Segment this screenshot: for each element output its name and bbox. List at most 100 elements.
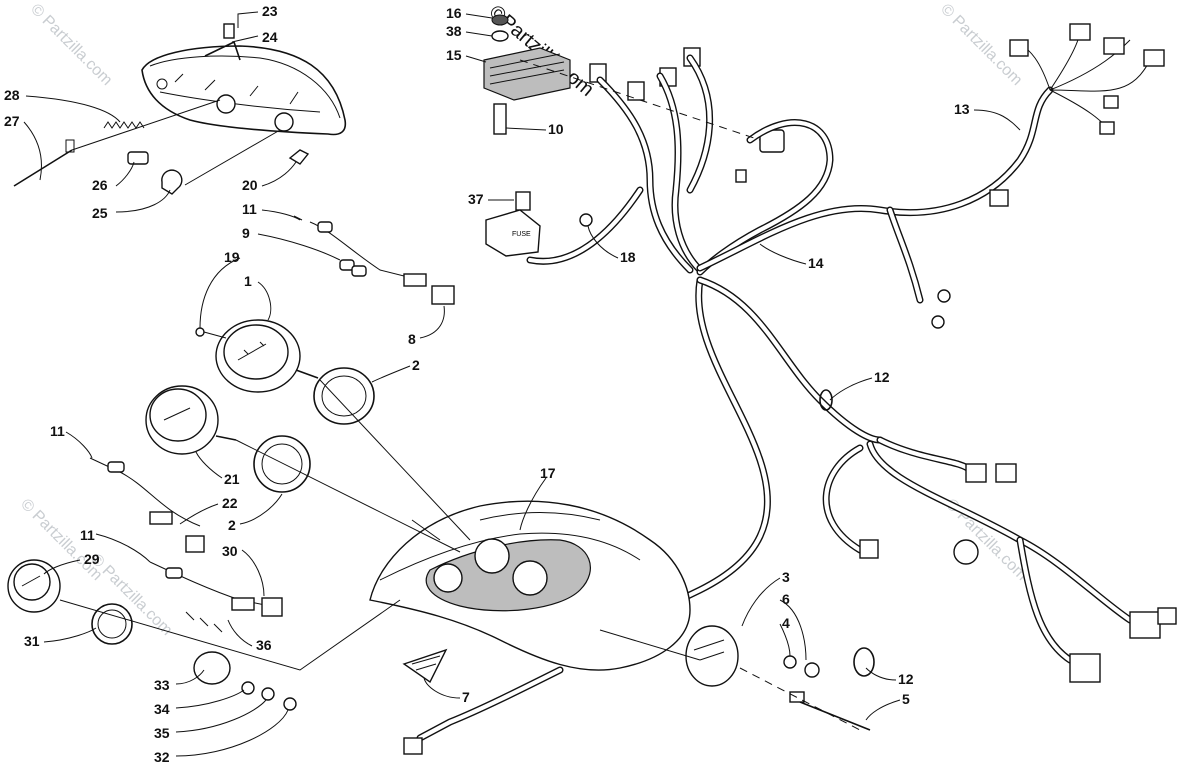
leader-12a [829, 377, 873, 401]
gauge-ring-2-bottom [253, 435, 311, 493]
gauge-21-face [149, 388, 207, 442]
plug-a [627, 81, 645, 101]
clip-23 [223, 23, 235, 39]
leader-15 [465, 55, 487, 63]
console-17 [369, 500, 691, 671]
gauge-21-stud [215, 435, 237, 441]
leader-33 [175, 669, 205, 685]
callout-28: 28 [4, 87, 20, 103]
callout-12-bottom: 12 [898, 671, 914, 687]
connector-13-e [1103, 95, 1119, 109]
connector-plug-c [859, 539, 879, 559]
callout-17: 17 [540, 465, 556, 481]
headlight-bulb-socket-b [274, 112, 294, 132]
callout-13: 13 [954, 101, 970, 117]
callout-15: 15 [446, 47, 462, 63]
small-sensor [735, 169, 747, 183]
callout-9: 9 [242, 225, 250, 241]
callout-24: 24 [262, 29, 278, 45]
screw-axis-line [71, 99, 221, 151]
callout-6: 6 [782, 591, 790, 607]
headlight-housing [141, 45, 347, 136]
connector-13-a [1009, 39, 1029, 57]
gauge-1-face [223, 324, 289, 380]
socket-9-a [339, 259, 355, 271]
callout-11-top: 11 [242, 201, 257, 217]
connector-console-pigtail [403, 737, 423, 755]
callout-10: 10 [548, 121, 564, 137]
decal-7 [402, 648, 448, 684]
callout-14: 14 [808, 255, 824, 271]
washer-35 [261, 687, 275, 701]
gauge-1-needle [237, 341, 267, 361]
callout-23: 23 [262, 3, 278, 19]
main-harness [416, 29, 1151, 742]
leader-2a [371, 365, 411, 383]
connector-plug-f [1069, 653, 1101, 683]
leader-23 [237, 11, 259, 28]
leader-30 [241, 549, 265, 597]
console-hole-mid [474, 538, 510, 574]
leader-18 [587, 225, 619, 259]
grommet-axis-line [184, 129, 281, 186]
switch-assembly [685, 625, 875, 731]
callout-leaders [23, 11, 1021, 757]
harness-connectors [403, 23, 1177, 755]
console-ridge [379, 532, 641, 581]
gauge-cup-33 [193, 651, 231, 685]
leader-7 [423, 677, 461, 699]
leader-24 [231, 35, 259, 43]
regulator-assembly: FUSE [483, 14, 785, 257]
gauge-ring-31-inner [97, 609, 127, 639]
callout-35: 35 [154, 725, 170, 741]
callout-31: 31 [24, 633, 40, 649]
socket-11-low [165, 567, 183, 579]
leader-36 [227, 619, 253, 647]
socket-9-b [351, 265, 367, 277]
callout-29: 29 [84, 551, 100, 567]
callout-numbers: 23 24 28 27 26 25 20 11 9 19 1 8 2 11 21… [4, 3, 970, 765]
leader-6 [779, 599, 807, 661]
leader-32 [175, 709, 289, 757]
leader-5 [865, 699, 901, 721]
callout-21: 21 [224, 471, 240, 487]
callout-4: 4 [782, 615, 790, 631]
connector-13-b [1069, 23, 1091, 41]
callout-5: 5 [902, 691, 910, 707]
pigtail-22 [89, 457, 201, 527]
assy-line-7 [519, 59, 761, 141]
leader-11b [65, 431, 93, 459]
fuse-holder [485, 209, 541, 257]
watermark-top-left: © Partzilla.com [27, 1, 115, 89]
heatshrink-30 [231, 597, 255, 611]
gauge-ring-2-bottom-inner [261, 443, 303, 485]
leader-16 [465, 13, 493, 19]
washer-38 [491, 30, 509, 42]
callout-7: 7 [462, 689, 470, 705]
leader-34 [175, 689, 245, 709]
leader-27 [23, 121, 42, 181]
gauge-ring-2-top [313, 367, 375, 425]
fuse-37 [515, 191, 531, 211]
callout-30: 30 [222, 543, 238, 559]
headlight-adjuster-hole [156, 78, 168, 90]
callout-38: 38 [446, 23, 462, 39]
leader-21 [195, 451, 223, 479]
assembly-lines [59, 59, 861, 731]
regulator-15 [483, 47, 571, 101]
gauge-21-needle [163, 407, 191, 421]
callout-27: 27 [4, 113, 20, 129]
leader-11c [95, 533, 151, 563]
leader-10 [505, 127, 547, 131]
headlight-lens-hatch [174, 73, 299, 105]
callout-3: 3 [782, 569, 790, 585]
leader-25 [115, 189, 171, 213]
console-hole-large [512, 560, 548, 596]
leader-31 [43, 627, 97, 643]
heatshrink-22 [149, 511, 173, 525]
connector-13-f [1099, 121, 1115, 135]
grommet-25 [161, 169, 183, 195]
retainer-26 [127, 151, 149, 165]
spring-28 [103, 121, 145, 129]
tach-gauge-1 [195, 319, 375, 425]
